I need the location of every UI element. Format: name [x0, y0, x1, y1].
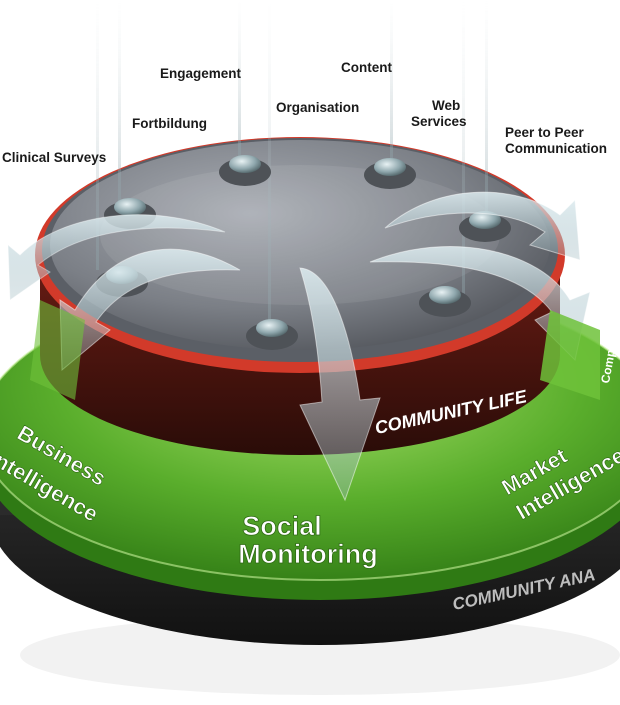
green-wedge-right: [540, 310, 600, 400]
social-line2: Monitoring: [238, 539, 377, 569]
label-organisation: Organisation: [276, 100, 360, 115]
label-services: Services: [411, 114, 467, 129]
green-wedge-left: [30, 300, 85, 400]
knob-content: [364, 158, 416, 189]
knob-organisation: [246, 319, 298, 350]
arrow-social-monitoring: [299, 267, 381, 502]
label-web: Web: [432, 98, 461, 113]
label-engagement: Engagement: [160, 66, 242, 81]
light-beams: [96, 0, 488, 330]
arrow-right-upper: [384, 191, 581, 261]
label-clinical-surveys: Clinical Surveys: [2, 150, 107, 165]
label-peer-line2: Communication: [505, 141, 608, 156]
arrow-left-upper: [59, 248, 241, 372]
flow-arrows: [7, 191, 591, 502]
label-fortbildung: Fortbildung: [132, 116, 207, 131]
knob-peer: [459, 211, 511, 242]
knob-engagement: [219, 155, 271, 186]
label-content: Content: [341, 60, 392, 75]
social-line1: Social: [242, 511, 322, 541]
knob-web: [419, 286, 471, 317]
label-peer-line1: Peer to Peer: [505, 125, 584, 140]
arrow-left-lower: [7, 214, 226, 301]
